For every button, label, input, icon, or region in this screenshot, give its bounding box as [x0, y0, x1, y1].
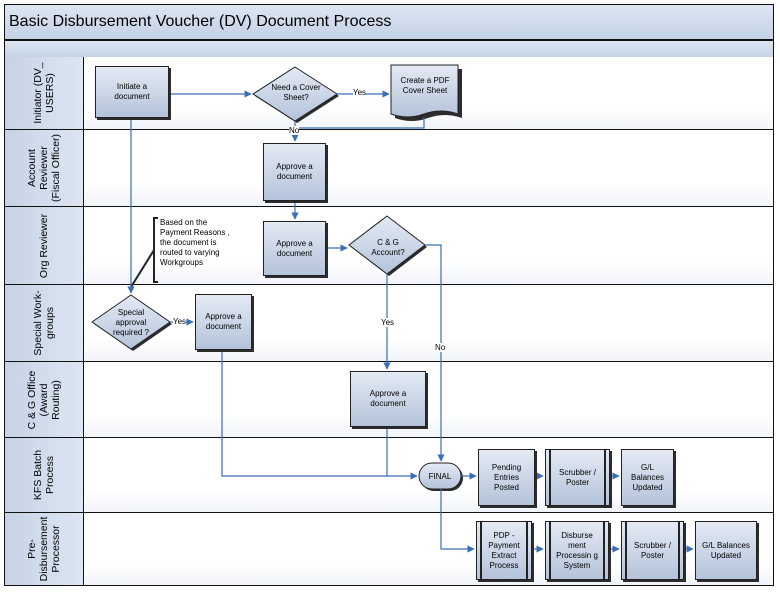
cg-account-label: C & G Account? — [371, 238, 405, 257]
pdf-cover-sheet-doc — [390, 64, 459, 118]
approve-special-box: Approve a document — [195, 294, 252, 350]
edge-label-no-cover: No — [289, 126, 300, 135]
approve-org-box: Approve a document — [263, 221, 326, 276]
edge-pdf-to-account — [295, 117, 425, 129]
initiate-document-box: Initiate a document — [95, 66, 169, 118]
final-label: FINAL — [428, 472, 452, 481]
approve-account-box: Approve a document — [263, 143, 326, 201]
gl-balances-box-2: G/L Balances Updated — [695, 521, 757, 580]
annotation-bracket — [153, 217, 158, 283]
annotation-leader — [130, 249, 155, 288]
need-cover-label: Need a Cover Sheet? — [271, 83, 321, 102]
special-approval-label: Special approval required ? — [112, 308, 150, 337]
scrubber-poster-box-2: Scrubber / Poster — [621, 521, 684, 580]
pdp-extract-box: PDP - Payment Extract Process — [476, 521, 532, 580]
edge-label-yes-cover: Yes — [353, 88, 367, 97]
lane-account-reviewer: Account Reviewer (Fiscal Officer) — [4, 130, 774, 207]
edge-label-yes-special: Yes — [173, 317, 187, 326]
approve-cg-box: Approve a document — [350, 371, 426, 427]
scrubber-poster-box-1: Scrubber / Poster — [545, 449, 610, 506]
special-approval-diamond — [91, 294, 171, 350]
edge-final-to-pdp — [440, 489, 475, 553]
page-title: Basic Disbursement Voucher (DV) Document… — [9, 13, 392, 30]
title-bar: Basic Disbursement Voucher (DV) Document… — [4, 4, 774, 40]
routing-annotation: Based on the Payment Reasons , the docum… — [160, 218, 230, 267]
lane-org-reviewer: Org Reviewer — [4, 207, 774, 285]
pdf-cover-sheet-label: Create a PDF Cover Sheet — [400, 76, 450, 95]
gl-balances-box-1: G/L Balances Updated — [621, 449, 674, 506]
edge-label-no-cg: No — [435, 343, 446, 352]
edge-label-yes-cg: Yes — [381, 318, 395, 327]
edge-special-approve-to-final — [221, 348, 418, 480]
disbursement-system-box: Disburse ment Processin g System — [545, 521, 609, 580]
pending-entries-box: Pending Entries Posted — [478, 449, 535, 506]
edge-cg-no-to-final — [425, 244, 445, 462]
